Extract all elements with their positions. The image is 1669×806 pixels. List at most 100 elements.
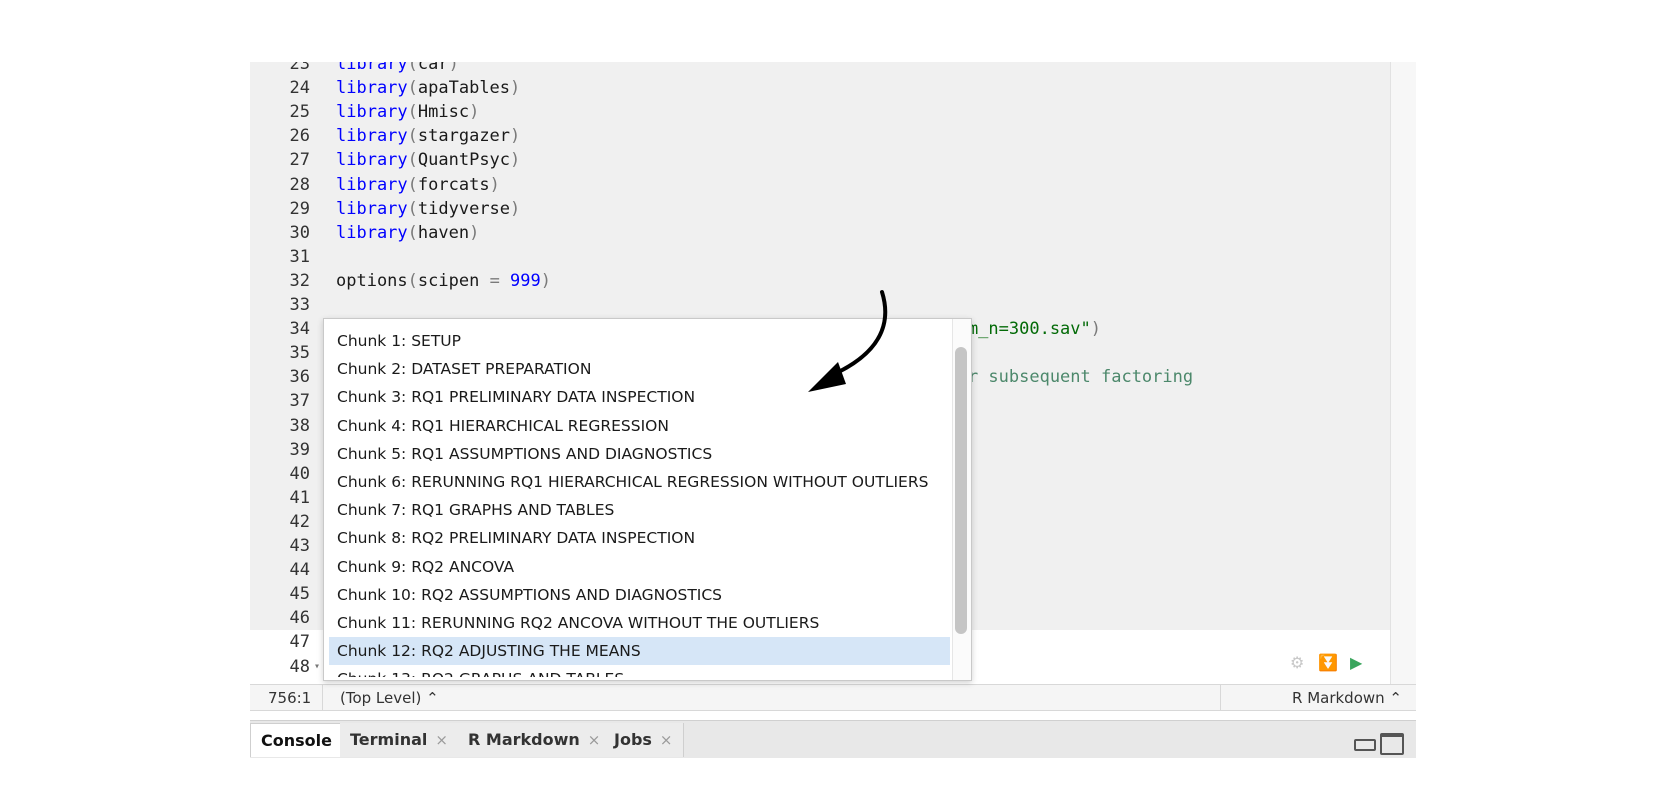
tab-console[interactable]: Console [250,723,343,757]
code-line: 38 [250,414,1390,438]
code-punct: ( [407,198,418,219]
annotation-arrow-icon [808,290,888,392]
code-token: library [336,222,408,243]
code-punct: ) [540,270,552,291]
line-number: 44 [289,560,310,581]
maximize-pane-icon[interactable] [1380,733,1404,755]
chunk-menu-item[interactable]: Chunk 10: RQ2 ASSUMPTIONS AND DIAGNOSTIC… [337,585,723,604]
line-number: 25 [289,102,310,123]
code-punct: ) [469,102,480,123]
code-text: options(scipen = 999) [336,269,551,293]
code-line: 45 [250,582,1390,606]
line-number: 39 [289,439,310,460]
fold-chevron-icon[interactable]: ▾ [314,660,321,672]
close-icon[interactable]: × [587,731,601,749]
line-number: 47 [289,632,310,653]
code-line: 41 [250,486,1390,510]
chunk-menu-item[interactable]: Chunk 2: DATASET PREPARATION [337,360,592,379]
tab-terminal[interactable]: Terminal× [340,723,459,757]
code-punct: ) [489,174,500,195]
chunk-menu-item[interactable]: Chunk 3: RQ1 PRELIMINARY DATA INSPECTION [337,388,696,407]
chunk-menu-item[interactable]: Chunk 7: RQ1 GRAPHS AND TABLES [337,501,615,520]
tab-r-markdown[interactable]: R Markdown× [458,723,612,757]
code-line: 32 options(scipen = 999) [250,269,1390,293]
minimize-pane-icon[interactable] [1354,739,1376,751]
chunk-menu-item[interactable]: Chunk 9: RQ2 ANCOVA [337,557,515,576]
code-token: = [479,270,511,291]
line-number: 28 [289,174,310,195]
code-punct: ( [407,126,418,147]
popup-scrollbar[interactable] [952,319,971,680]
tab-label: Jobs [614,730,652,749]
code-punct: ( [407,150,418,171]
code-punct: ) [510,78,521,99]
code-punct: ( [407,78,418,99]
code-line: 42 [250,510,1390,534]
line-number: 43 [289,536,310,556]
code-line: 39 [250,438,1390,462]
code-punct: ( [407,62,418,74]
tab-jobs[interactable]: Jobs × [604,723,684,757]
line-number: 45 [289,584,310,605]
status-divider [1220,685,1221,710]
chunk-list: Chunk 1: SETUP Chunk 2: DATASET PREPARATI… [329,327,950,677]
editor-scrollbar[interactable] [1390,62,1416,684]
code-token: library [336,62,408,74]
code-line: 40 [250,462,1390,486]
code-token: Hmisc [417,102,470,123]
code-punct: ) [510,198,521,219]
code-line: 37 [250,389,1390,413]
code-punct: ) [510,150,521,171]
line-number: 36 [289,367,310,388]
line-number: 27 [289,150,310,171]
chunk-menu-item[interactable]: Chunk 11: RERUNNING RQ2 ANCOVA WITHOUT T… [337,613,820,632]
line-number: 32 [289,270,310,291]
cursor-position: 756:1 [268,689,312,707]
popup-scrollbar-thumb[interactable] [955,347,967,634]
code-text: library(haven) [336,221,479,245]
chunk-menu-item[interactable]: Chunk 8: RQ2 PRELIMINARY DATA INSPECTION [337,529,696,548]
close-icon[interactable]: × [435,731,448,749]
editor-statusbar: 756:1 (Top Level) ⌃ R Markdown ⌃ [250,684,1416,711]
code-token: library [336,102,408,123]
code-punct: ( [407,222,418,243]
code-text: library(stargazer) [336,124,520,148]
chunk-menu-item[interactable]: Chunk 5: RQ1 ASSUMPTIONS AND DIAGNOSTICS [337,444,713,463]
chunk-menu-item[interactable]: Chunk 13: RQ2 GRAPHS AND TABLES [329,665,950,677]
code-line: 47 [250,630,1390,654]
code-line: 25 library(Hmisc) [250,100,1390,124]
line-number: 30 [289,222,310,243]
doc-type-dropdown[interactable]: R Markdown ⌃ [1292,689,1402,707]
chunk-navigation-popup: Chunk 1: SETUP Chunk 2: DATASET PREPARATI… [323,318,972,681]
line-number: 31 [289,246,310,267]
code-punct: ( [407,270,418,291]
code-line: 26 library(stargazer) [250,124,1390,148]
line-number: 40 [289,463,310,484]
line-number: 46 [289,608,310,629]
code-text: library(Hmisc) [336,100,479,124]
chunk-menu-item[interactable]: Chunk 6: RERUNNING RQ1 HIERARCHICAL REGR… [337,472,929,491]
status-divider [322,685,323,710]
chunk-menu-item[interactable]: Chunk 1: SETUP [337,332,461,350]
line-number: 33 [289,295,310,315]
gear-icon[interactable]: ⚙ [1290,653,1305,672]
code-token: forcats [417,174,490,195]
code-punct: ( [407,174,418,195]
code-line: 48▾ [250,655,1390,679]
scope-dropdown[interactable]: (Top Level) ⌃ [340,689,439,707]
code-line: 30 library(haven) [250,221,1390,245]
chunk-menu-item[interactable]: Chunk 12: RQ2 ADJUSTING THE MEANS [329,637,950,666]
run-previous-chunks-icon[interactable]: ⏬ [1318,653,1338,672]
close-icon[interactable]: × [659,731,673,749]
run-chunk-icon[interactable]: ▶ [1350,653,1363,672]
chunk-menu-item[interactable]: Chunk 4: RQ1 HIERARCHICAL REGRESSION [337,416,669,435]
code-line: 44 [250,558,1390,582]
line-number: 26 [289,126,310,147]
code-token: 999 [510,270,541,291]
tab-label: Console [261,731,332,750]
console-tabbar: Console Terminal× R Markdown× Jobs × [250,720,1416,758]
code-token: apaTables [417,78,511,99]
